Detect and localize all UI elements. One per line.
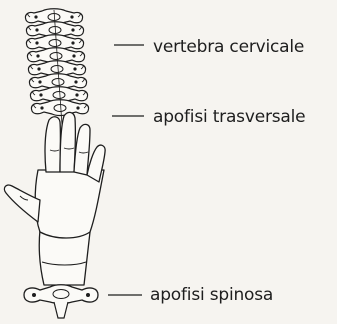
label-transverse-process: apofisi trasversale bbox=[153, 107, 305, 127]
label-spinous-process: apofisi spinosa bbox=[150, 285, 273, 305]
hand-drawing bbox=[4, 112, 105, 285]
label-cervical-vertebra: vertebra cervicale bbox=[153, 37, 304, 57]
cervical-spine bbox=[25, 9, 88, 125]
spinous-process-vertebra bbox=[24, 285, 98, 318]
